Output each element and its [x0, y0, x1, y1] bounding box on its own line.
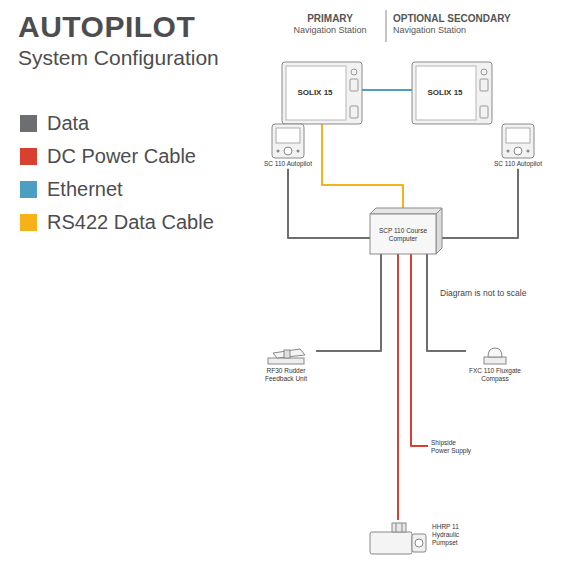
autopilot-controller: SC 110 Autopilot [262, 122, 314, 169]
display-button [481, 69, 487, 75]
power-supply: Shipside Power Supply [428, 438, 478, 456]
controller-screen [276, 128, 300, 143]
fluxgate-compass: FXC 110 Fluxgate Compass [466, 346, 524, 384]
station-heading: OPTIONAL SECONDARY [393, 13, 533, 24]
display-button [351, 69, 357, 75]
legend-row: RS422 Data Cable [20, 211, 214, 233]
legend-text: Data [47, 112, 89, 135]
controller-button [527, 150, 530, 153]
station-heading: PRIMARY [280, 13, 380, 24]
device-label: RF30 Rudder Feedback Unit [258, 367, 314, 383]
legend-row: Ethernet [20, 178, 123, 200]
station-subheading: Navigation Station [280, 25, 380, 35]
display-screen [286, 66, 346, 120]
autopilot-controller: SC 110 Autopilot [492, 122, 544, 169]
device-label: SC 110 Autopilot [492, 160, 544, 168]
cable [397, 254, 399, 520]
title: AUTOPILOT [18, 10, 195, 44]
device-label: SOLIX 15 [416, 88, 474, 98]
cable [411, 254, 428, 446]
subtitle: System Configuration [18, 46, 258, 70]
box-top [370, 208, 442, 214]
cable [288, 169, 370, 238]
hydraulic-pump [370, 523, 426, 554]
station-subheading: Navigation Station [393, 25, 533, 35]
device-label: SC 110 Autopilot [262, 160, 314, 168]
unit-post [284, 350, 290, 358]
cable [427, 254, 466, 351]
course-computer: SCP 110 Course Computer [370, 208, 442, 254]
cable [322, 124, 403, 208]
legend-swatch [20, 115, 37, 132]
legend-text: RS422 Data Cable [47, 211, 214, 234]
pump-fitting [396, 523, 397, 532]
pump-fittings [392, 523, 406, 532]
display-unit: SOLIX 15 [412, 62, 492, 124]
legend-text: DC Power Cable [47, 145, 196, 168]
legend-text: Ethernet [47, 178, 123, 201]
legend-swatch [20, 214, 37, 231]
controller-knob [284, 147, 292, 155]
unit-arm [273, 349, 305, 358]
display-unit [282, 62, 362, 124]
device-label: HHRP 11 Hydraulic Pumpset [432, 523, 482, 546]
device-label: SOLIX 15 [286, 88, 344, 98]
display-housing [282, 62, 362, 124]
unit-base [268, 358, 304, 364]
fluxgate-compass [484, 348, 506, 364]
cable [442, 169, 518, 238]
display-unit: SOLIX 15 [282, 62, 362, 124]
autopilot-controller [502, 124, 534, 158]
legend-swatch [20, 148, 37, 165]
legend-row: DC Power Cable [20, 145, 196, 167]
hydraulic-pump: HHRP 11 Hydraulic Pumpset [366, 520, 484, 550]
controller-button [507, 150, 510, 153]
box-side [436, 208, 442, 254]
pump-cap [415, 539, 423, 547]
display-housing [412, 62, 492, 124]
device-label: Shipside Power Supply [431, 439, 476, 455]
rudder-feedback-unit [268, 349, 305, 364]
controller-button [297, 150, 300, 153]
display-screen [416, 66, 476, 120]
cable [362, 89, 412, 91]
pump-body [370, 532, 412, 554]
rudder-feedback-unit: RF30 Rudder Feedback Unit [256, 346, 316, 384]
controller-screen [506, 128, 530, 143]
display-keypad [350, 106, 358, 118]
divider-line [386, 10, 387, 42]
legend-swatch [20, 181, 37, 198]
device-label: FXC 110 Fluxgate Compass [468, 367, 522, 383]
legend-row: Data [20, 112, 89, 134]
compass-dome [488, 348, 502, 357]
pump-reservoir [412, 534, 426, 552]
course-computer [370, 208, 442, 254]
display-unit [412, 62, 492, 124]
note: Diagram is not to scale [440, 288, 564, 298]
device-label: SCP 110 Course Computer [373, 227, 433, 243]
compass-base [484, 357, 506, 364]
autopilot-controller [272, 124, 304, 158]
box-front [370, 214, 436, 254]
display-keypad [480, 106, 488, 118]
controller-button [277, 150, 280, 153]
cable [316, 254, 381, 351]
display-keypad [350, 79, 358, 91]
controller-housing [272, 124, 304, 158]
controller-knob [514, 147, 522, 155]
pump-fitting [402, 523, 403, 532]
display-keypad [480, 79, 488, 91]
controller-housing [502, 124, 534, 158]
